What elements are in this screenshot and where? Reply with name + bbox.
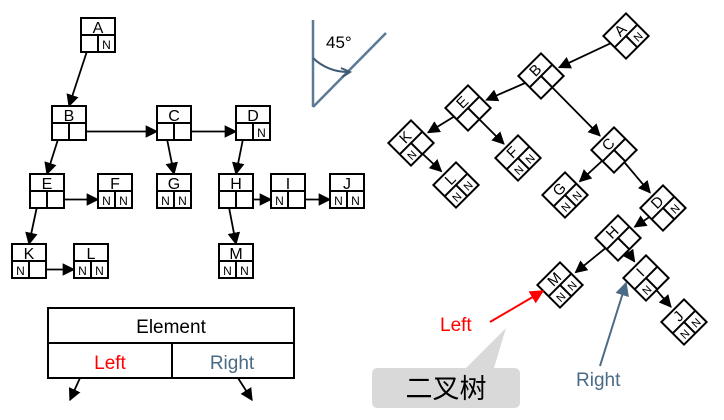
- node-label: H: [230, 176, 242, 193]
- rotated-node-e: E: [443, 83, 493, 133]
- null-right-marker: N: [257, 126, 266, 140]
- null-left-marker: N: [275, 194, 284, 208]
- rotated-edge-a-b: [557, 39, 618, 69]
- rotated-node-g: GNN: [540, 170, 590, 220]
- node-label: C: [168, 108, 180, 125]
- callout: 二叉树: [372, 328, 520, 408]
- null-left-marker: N: [102, 194, 111, 208]
- rotated-edge-c-d: [619, 157, 651, 194]
- node-c: C: [156, 105, 192, 141]
- legend-left-arrow: [68, 377, 81, 402]
- node-d: DN: [235, 105, 271, 141]
- node-label: A: [93, 20, 104, 37]
- node-h: H: [218, 173, 254, 209]
- node-label: M: [229, 246, 242, 263]
- callout-text: 二叉树: [406, 374, 487, 404]
- angle-indicator: 45°: [311, 20, 387, 108]
- node-label: L: [87, 246, 96, 263]
- rotated-node-j: JNN: [659, 297, 709, 347]
- rotated-edge-b-c: [547, 82, 601, 137]
- rotated-edge-b-e: [485, 79, 533, 102]
- node-label: J: [343, 176, 351, 193]
- rotated-node-i: IN: [621, 253, 671, 303]
- rotated-annotations: Left Right: [440, 281, 629, 391]
- legend-right-label: Right: [210, 353, 255, 374]
- node-label: I: [286, 176, 290, 193]
- rotated-right-label: Right: [576, 370, 621, 391]
- node-label: D: [247, 108, 259, 125]
- rotated-node-c: C: [589, 125, 639, 175]
- rotated-right-pointer: [599, 281, 629, 367]
- rotated-node-l: LNN: [431, 160, 481, 210]
- null-left-marker: N: [223, 264, 232, 278]
- rotated-left-pointer: [489, 290, 545, 323]
- legend-right-arrow: [237, 377, 253, 402]
- node-label: B: [64, 108, 75, 125]
- node-label: K: [24, 246, 35, 263]
- node-label: E: [42, 176, 53, 193]
- legend-left-label: Left: [94, 353, 126, 374]
- node-k: KN: [11, 243, 47, 279]
- null-left-marker: N: [334, 194, 343, 208]
- rotated-node-m: MNN: [535, 260, 585, 310]
- null-left-marker: N: [161, 194, 170, 208]
- node-i: IN: [270, 173, 306, 209]
- null-left-marker: N: [78, 264, 87, 278]
- rotated-node-f: FNN: [493, 133, 543, 183]
- rotated-left-label: Left: [440, 315, 472, 336]
- node-label: G: [168, 176, 180, 193]
- null-right-marker: N: [351, 194, 360, 208]
- null-right-marker: N: [240, 264, 249, 278]
- legend-element-label: Element: [136, 317, 206, 338]
- null-right-marker: N: [95, 264, 104, 278]
- node-b: B: [51, 105, 87, 141]
- rotated-node-h: H: [593, 213, 643, 263]
- rotated-node-b: B: [516, 51, 566, 101]
- null-right-marker: N: [178, 194, 187, 208]
- rotated-node-k: KN: [386, 118, 436, 168]
- edge-a-b: [66, 43, 91, 108]
- angle-label: 45°: [326, 33, 352, 52]
- null-right-marker: N: [102, 38, 111, 52]
- null-left-marker: N: [16, 264, 25, 278]
- null-right-marker: N: [119, 194, 128, 208]
- rotated-edge-h-m: [574, 243, 611, 274]
- node-label: F: [110, 176, 120, 193]
- legend-box: Element Left Right: [47, 307, 295, 402]
- node-e: E: [29, 173, 65, 209]
- node-a: AN: [80, 17, 116, 53]
